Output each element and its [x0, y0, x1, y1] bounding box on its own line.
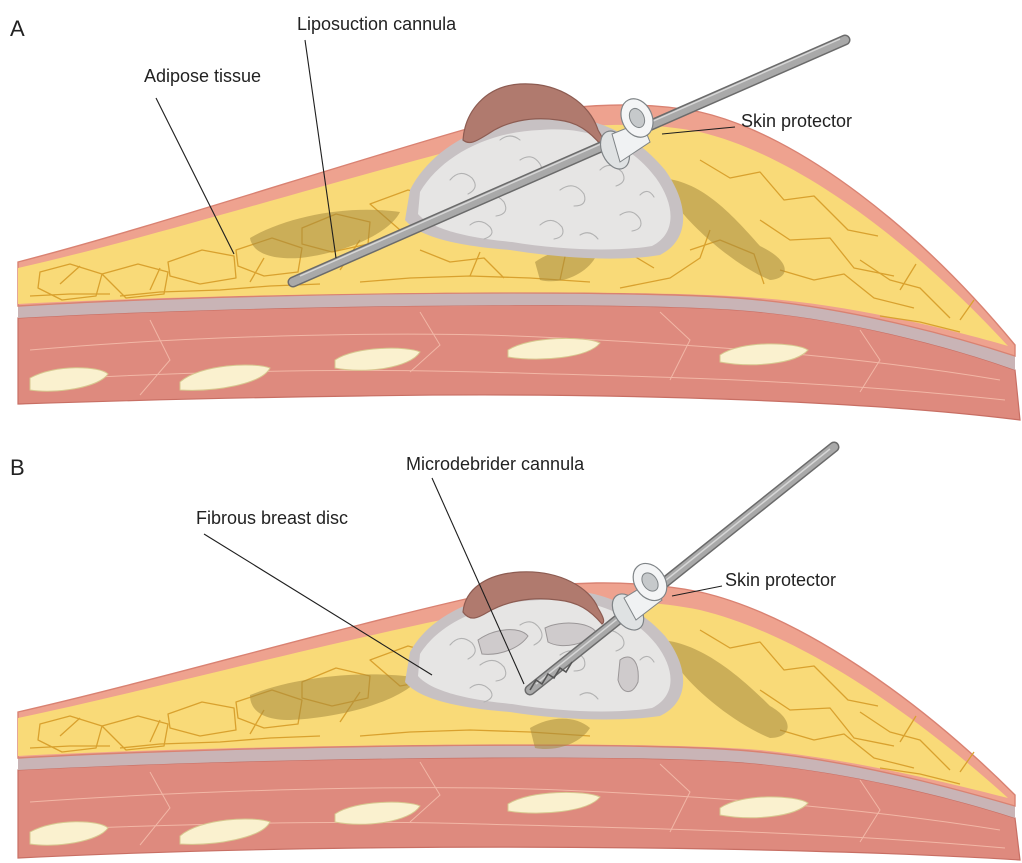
label-microdebrider-cannula: Microdebrider cannula: [406, 454, 585, 474]
panel-a: A: [10, 14, 1020, 420]
label-liposuction-cannula: Liposuction cannula: [297, 14, 457, 34]
label-skin-protector-a: Skin protector: [741, 111, 852, 131]
panel-b: B: [10, 447, 1020, 860]
label-fibrous-breast-disc: Fibrous breast disc: [196, 508, 348, 528]
panel-a-letter: A: [10, 16, 25, 41]
label-adipose-tissue: Adipose tissue: [144, 66, 261, 86]
panel-b-letter: B: [10, 455, 25, 480]
label-skin-protector-b: Skin protector: [725, 570, 836, 590]
